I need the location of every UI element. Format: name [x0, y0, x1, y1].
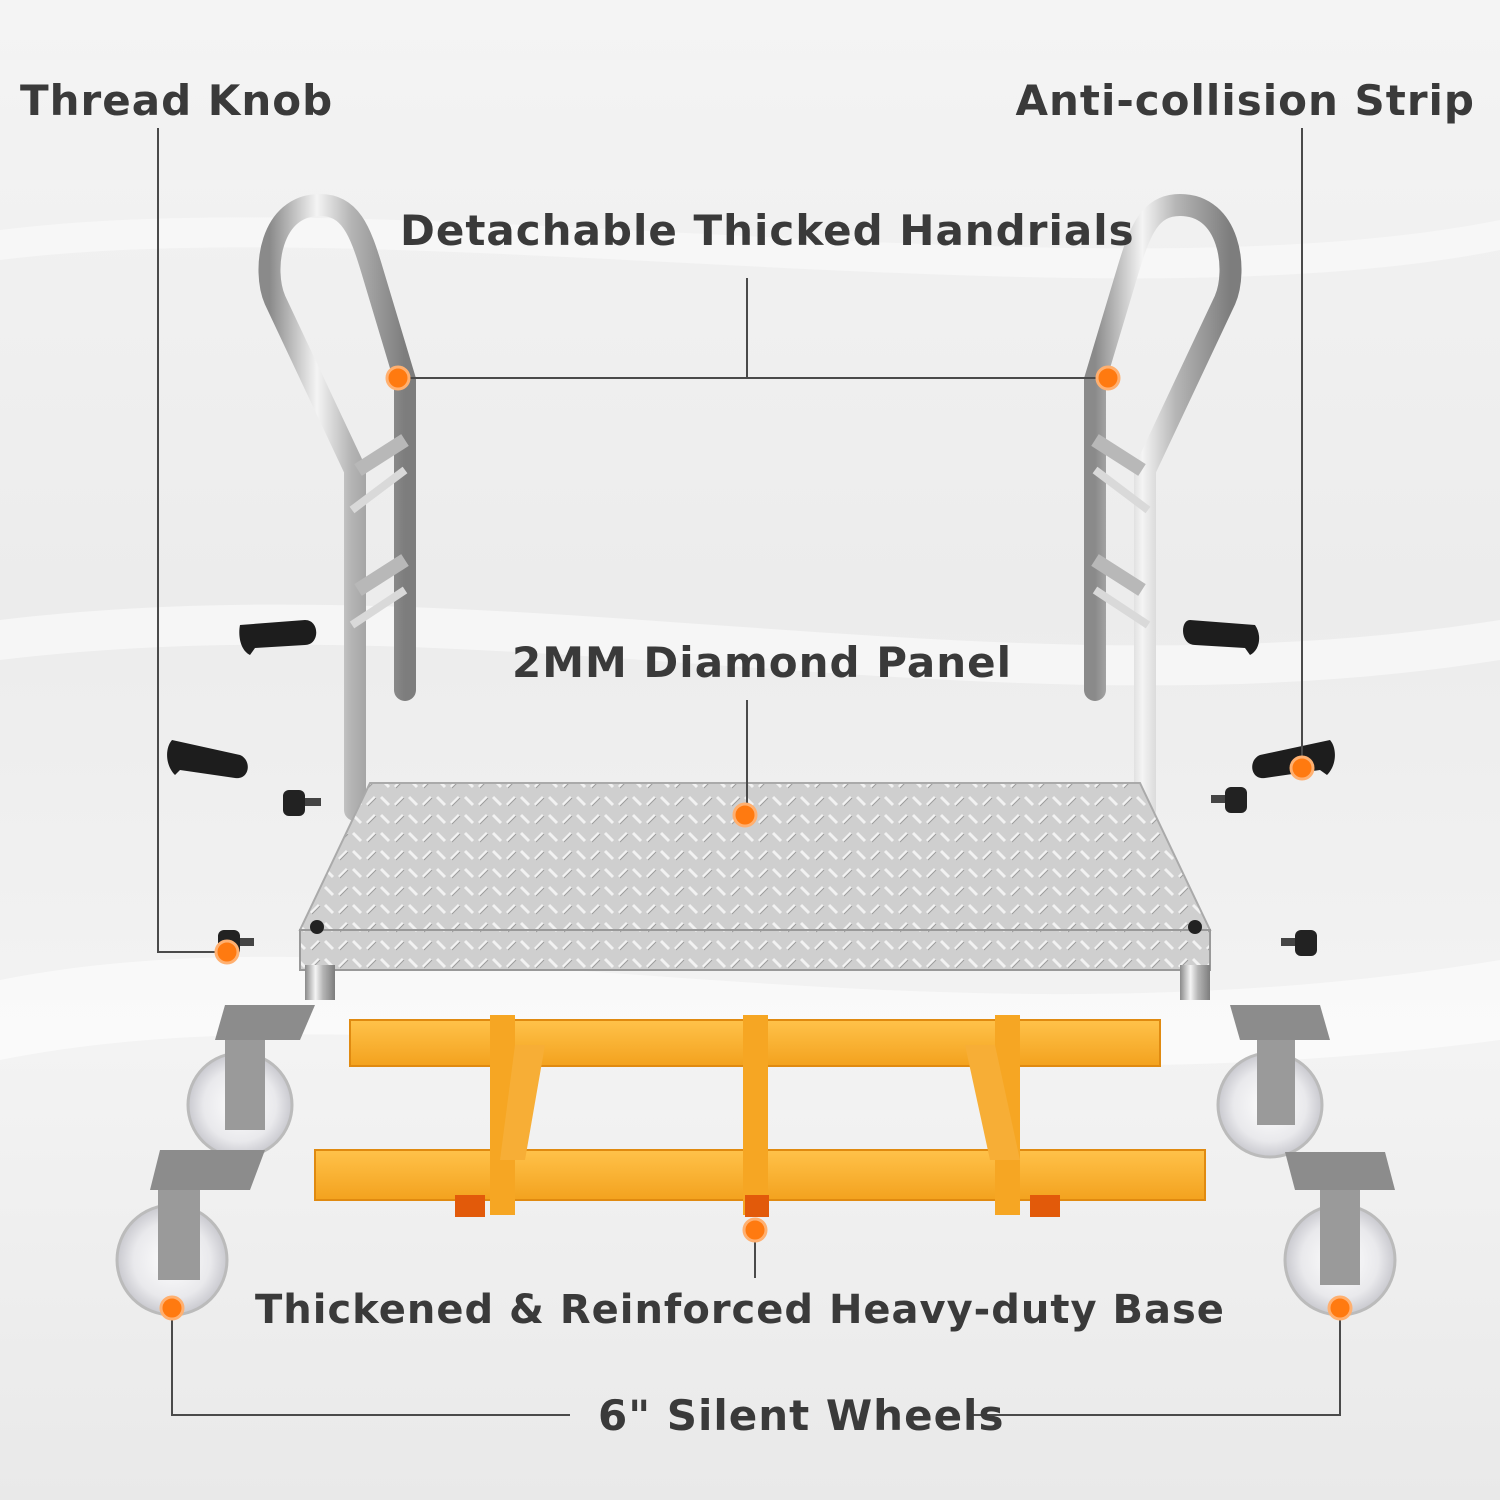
- base-label: Thickened & Reinforced Heavy-duty Base: [255, 1287, 1225, 1333]
- anti-collision-strip-label: Anti-collision Strip: [1015, 76, 1475, 125]
- wheel-front-left: [186, 1005, 315, 1159]
- diamond-panel-label: 2MM Diamond Panel: [512, 638, 1013, 687]
- wheel-front-right: [1216, 1005, 1330, 1159]
- handrails-label: Detachable Thicked Handrials: [400, 206, 1135, 255]
- leader-lines: [157, 128, 1341, 1416]
- wheel-back-left: [115, 1150, 265, 1317]
- callout-dots: [159, 365, 1353, 1321]
- wheel-back-right: [1283, 1152, 1397, 1317]
- base-frame: [314, 1015, 1206, 1217]
- left-handrail: [258, 193, 416, 821]
- wheels-label: 6" Silent Wheels: [598, 1391, 1005, 1440]
- right-handrail: [1084, 193, 1242, 821]
- diamond-panel: [298, 782, 1212, 1000]
- thread-knob-label: Thread Knob: [20, 76, 334, 125]
